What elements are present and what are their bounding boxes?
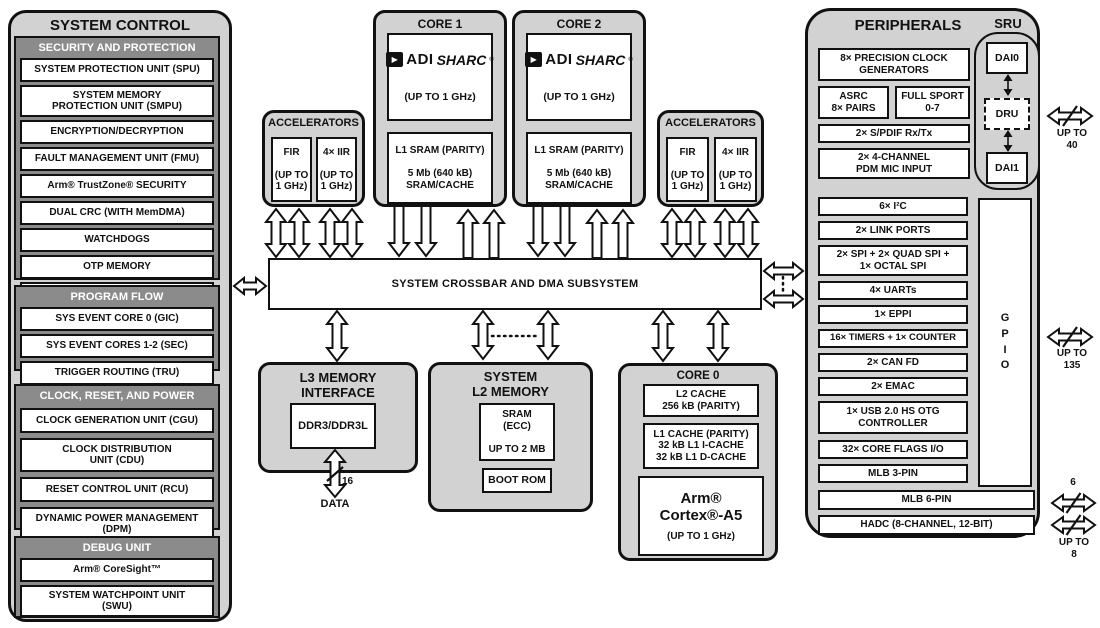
core2-adi-sharc-logo: ▶ ADI SHARC ®	[525, 51, 633, 68]
l3-bus-width-label: 16	[342, 476, 354, 487]
core1-sharc-box: ▶ ADI SHARC ® (UP TO 1 GHz)	[386, 33, 494, 121]
peripherals-title: PERIPHERALS	[854, 17, 962, 34]
up-to-40-label: UP TO 40	[1056, 128, 1088, 151]
ddr3-box: DDR3/DDR3L	[290, 403, 376, 449]
periph-usb: 1× USB 2.0 HS OTG CONTROLLER	[818, 401, 968, 434]
sc-item-cgu: CLOCK GENERATION UNIT (CGU)	[20, 408, 214, 433]
periph-link-ports: 2× LINK PORTS	[818, 221, 968, 240]
periph-emac: 2× EMAC	[818, 377, 968, 396]
periph-mlb-6pin: MLB 6-PIN	[818, 490, 1035, 510]
periph-eppi: 1× EPPI	[818, 305, 968, 324]
cortex-line1: Arm®	[680, 489, 722, 507]
periph-mlb-3pin: MLB 3-PIN	[818, 464, 968, 483]
up-to-135-label: UP TO 135	[1056, 348, 1088, 371]
iir-accelerator-right: 4× IIR (UP TO 1 GHz)	[714, 137, 757, 202]
dru-box: DRU	[984, 98, 1030, 130]
cortex-clock: (UP TO 1 GHz)	[667, 531, 735, 542]
sc-item-swu: SYSTEM WATCHPOINT UNIT (SWU)	[20, 585, 214, 617]
accelerators-left-panel: ACCELERATORS FIR (UP TO 1 GHz) 4× IIR (U…	[262, 110, 365, 207]
accelerators-left-title: ACCELERATORS	[268, 117, 359, 129]
core1-l1-sram: L1 SRAM (PARITY) 5 Mb (640 kB) SRAM/CACH…	[387, 132, 493, 204]
gpio-box: G P I O	[978, 198, 1032, 487]
periph-spi: 2× SPI + 2× QUAD SPI + 1× OCTAL SPI	[818, 245, 968, 276]
l2-memory-panel: SYSTEM L2 MEMORY SRAM (ECC) UP TO 2 MB B…	[428, 362, 593, 512]
section-clock-header: CLOCK, RESET, AND POWER	[39, 390, 195, 402]
core2-title: CORE 2	[556, 17, 602, 31]
adi-logo-icon: ▶	[386, 52, 404, 68]
core1-title: CORE 1	[417, 17, 463, 31]
sc-item-encryption: ENCRYPTION/DECRYPTION	[20, 120, 214, 144]
section-security-header: SECURITY AND PROTECTION	[38, 42, 196, 54]
section-security: SECURITY AND PROTECTION SYSTEM PROTECTIO…	[14, 36, 220, 306]
sc-item-coresight: Arm® CoreSight™	[20, 558, 214, 582]
periph-hadc: HADC (8-CHANNEL, 12-BIT)	[818, 515, 1035, 535]
l3-data-label: DATA	[320, 498, 350, 510]
core2-sharc-box: ▶ ADI SHARC ® (UP TO 1 GHz)	[525, 33, 633, 121]
sc-item-fmu: FAULT MANAGEMENT UNIT (FMU)	[20, 147, 214, 171]
mlb6-width-label: 6	[1070, 477, 1076, 488]
boot-rom-box: BOOT ROM	[482, 468, 552, 493]
system-crossbar: SYSTEM CROSSBAR AND DMA SUBSYSTEM	[268, 258, 762, 310]
section-program-flow: PROGRAM FLOW SYS EVENT CORE 0 (GIC) SYS …	[14, 285, 220, 385]
l2-sram-box: SRAM (ECC) UP TO 2 MB	[479, 403, 555, 461]
section-clock-reset-power: CLOCK, RESET, AND POWER CLOCK GENERATION…	[14, 384, 220, 541]
sru-label: SRU	[994, 16, 1022, 31]
core0-l1-cache: L1 CACHE (PARITY) 32 kB L1 I-CACHE 32 kB…	[643, 423, 759, 469]
periph-can-fd: 2× CAN FD	[818, 353, 968, 372]
sc-item-tru: TRIGGER ROUTING (TRU)	[20, 361, 214, 385]
system-control-title: SYSTEM CONTROL	[49, 17, 190, 34]
fir-accelerator-left: FIR (UP TO 1 GHz)	[271, 137, 312, 202]
cortex-line2: Cortex®-A5	[659, 506, 743, 524]
section-debug-header: DEBUG UNIT	[82, 542, 152, 554]
dai1-box: DAI1	[986, 152, 1028, 184]
sc-item-spu: SYSTEM PROTECTION UNIT (SPU)	[20, 58, 214, 82]
core1-panel: CORE 1 ▶ ADI SHARC ® (UP TO 1 GHz) L1 SR…	[373, 10, 507, 207]
accelerators-right-panel: ACCELERATORS FIR (UP TO 1 GHz) 4× IIR (U…	[657, 110, 764, 207]
iir-accelerator-left: 4× IIR (UP TO 1 GHz)	[316, 137, 357, 202]
section-program-flow-header: PROGRAM FLOW	[70, 291, 164, 303]
system-control-panel: SYSTEM CONTROL SECURITY AND PROTECTION S…	[8, 10, 232, 622]
periph-full-sport: FULL SPORT 0-7	[895, 86, 970, 119]
sc-item-rcu: RESET CONTROL UNIT (RCU)	[20, 477, 214, 502]
periph-timers: 16× TIMERS + 1× COUNTER	[818, 329, 968, 348]
sc-item-gic: SYS EVENT CORE 0 (GIC)	[20, 307, 214, 331]
periph-spdif: 2× S/PDIF Rx/Tx	[818, 124, 970, 143]
sc-item-dpm: DYNAMIC POWER MANAGEMENT (DPM)	[20, 507, 214, 541]
core2-panel: CORE 2 ▶ ADI SHARC ® (UP TO 1 GHz) L1 SR…	[512, 10, 646, 207]
core2-clock: (UP TO 1 GHz)	[543, 90, 615, 103]
periph-pdm-mic: 2× 4-CHANNEL PDM MIC INPUT	[818, 148, 970, 179]
periph-asrc: ASRC 8× PAIRS	[818, 86, 889, 119]
sc-item-sec: SYS EVENT CORES 1-2 (SEC)	[20, 334, 214, 358]
sc-item-cdu: CLOCK DISTRIBUTION UNIT (CDU)	[20, 438, 214, 472]
core0-title: CORE 0	[676, 370, 720, 382]
core1-clock: (UP TO 1 GHz)	[404, 90, 476, 103]
adi-logo-icon: ▶	[525, 52, 543, 68]
l3-memory-title: L3 MEMORY INTERFACE	[299, 370, 377, 400]
periph-uarts: 4× UARTs	[818, 281, 968, 300]
core1-adi-sharc-logo: ▶ ADI SHARC ®	[386, 51, 494, 68]
l3-memory-panel: L3 MEMORY INTERFACE DDR3/DDR3L	[258, 362, 418, 473]
sc-item-watchdogs: WATCHDOGS	[20, 228, 214, 252]
up-to-8-label: UP TO 8	[1058, 537, 1090, 560]
sc-item-smpu: SYSTEM MEMORY PROTECTION UNIT (SMPU)	[20, 85, 214, 117]
core0-l2-cache: L2 CACHE 256 kB (PARITY)	[643, 384, 759, 417]
sc-item-trustzone: Arm® TrustZone® SECURITY	[20, 174, 214, 198]
section-debug: DEBUG UNIT Arm® CoreSight™ SYSTEM WATCHP…	[14, 536, 220, 618]
periph-i2c: 6× I²C	[818, 197, 968, 216]
accelerators-right-title: ACCELERATORS	[665, 117, 756, 129]
sc-item-otp: OTP MEMORY	[20, 255, 214, 279]
fir-accelerator-right: FIR (UP TO 1 GHz)	[666, 137, 709, 202]
core2-l1-sram: L1 SRAM (PARITY) 5 Mb (640 kB) SRAM/CACH…	[526, 132, 632, 204]
periph-precision-clocks: 8× PRECISION CLOCK GENERATORS	[818, 48, 970, 81]
core0-panel: CORE 0 L2 CACHE 256 kB (PARITY) L1 CACHE…	[618, 363, 778, 561]
periph-core-flags: 32× CORE FLAGS I/O	[818, 440, 968, 459]
l2-memory-title: SYSTEM L2 MEMORY	[472, 369, 549, 399]
sc-item-crc: DUAL CRC (WITH MemDMA)	[20, 201, 214, 225]
cortex-a5-box: Arm® Cortex®-A5 (UP TO 1 GHz)	[638, 476, 764, 556]
dai0-box: DAI0	[986, 42, 1028, 74]
